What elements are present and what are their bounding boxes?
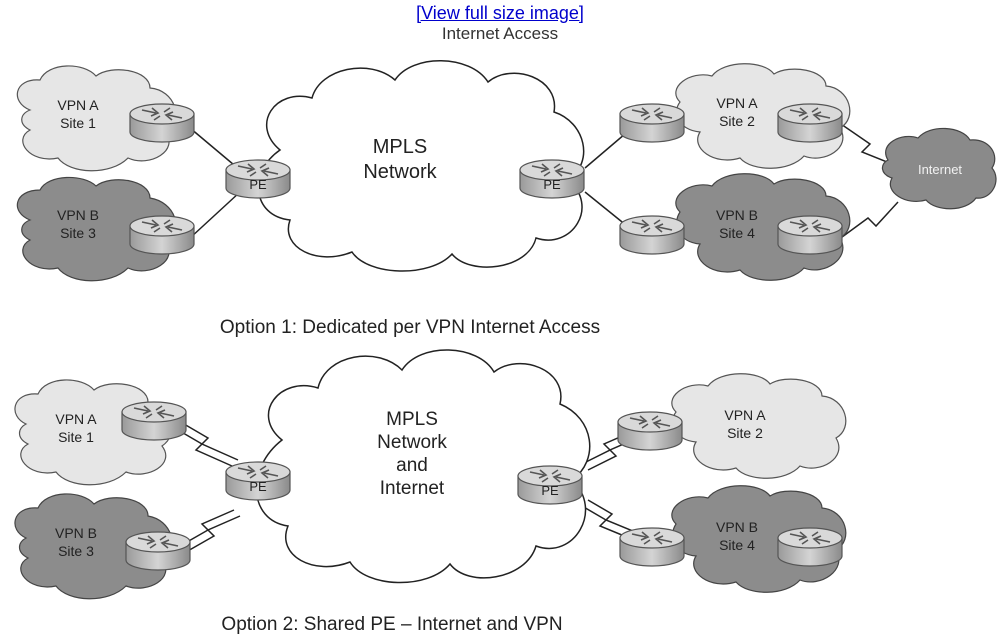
core2-label-line2: Network bbox=[377, 432, 447, 453]
site2-vpn-a-1: VPN A Site 1 bbox=[14, 379, 187, 486]
option2-diagram: MPLS Network and Internet VPN A Site 1 V… bbox=[14, 349, 847, 635]
router-icon bbox=[129, 103, 195, 143]
vpn-a-site2-cloud-2 bbox=[671, 373, 847, 479]
vpn-b-site4-label2-2: Site 4 bbox=[719, 537, 755, 553]
figure-title: Internet Access bbox=[441, 24, 559, 43]
pe2-router-left: PE bbox=[225, 461, 291, 501]
link-pe-right-b4-1 bbox=[581, 505, 635, 541]
site-vpn-a-2: VPN A Site 2 bbox=[619, 63, 851, 169]
internet-cloud bbox=[881, 127, 997, 210]
pe-right-label: PE bbox=[543, 177, 561, 192]
internet-cloud-group: Internet bbox=[881, 127, 997, 210]
vpn-b-site3-label-1: VPN B bbox=[57, 207, 99, 223]
site2-vpn-b-4: VPN B Site 4 bbox=[619, 485, 847, 593]
pe2-left-label: PE bbox=[249, 479, 267, 494]
vpn-a-site1-label-1: VPN A bbox=[57, 97, 99, 113]
pe2-right-label: PE bbox=[541, 483, 559, 498]
vpn-b-site3-label-2: Site 3 bbox=[60, 225, 96, 241]
option1-diagram: MPLS Network VPN A Site 1 VPN B Site 3 P… bbox=[16, 60, 997, 338]
vpn-b-site4-label2-1: VPN B bbox=[716, 519, 758, 535]
router-icon bbox=[617, 411, 683, 451]
router-icon bbox=[125, 531, 191, 571]
link-b3-pe-left-1 bbox=[179, 509, 235, 547]
vpn-b-site3-label2-2: Site 3 bbox=[58, 543, 94, 559]
vpn-b-site4-label-2: Site 4 bbox=[719, 225, 755, 241]
link-a1-pe-left-2 bbox=[183, 423, 239, 461]
internet-label: Internet bbox=[918, 162, 962, 177]
vpn-a-site2-label2-1: VPN A bbox=[724, 407, 766, 423]
site2-vpn-a-2: VPN A Site 2 bbox=[617, 373, 847, 479]
pe-router-right: PE bbox=[519, 159, 585, 199]
mpls-label-line1: MPLS bbox=[373, 136, 427, 158]
figure-header: [View full size image] Internet Access bbox=[0, 0, 1000, 44]
vpn-a-site1-label-2: Site 1 bbox=[60, 115, 96, 131]
vpn-b-site3-label2-1: VPN B bbox=[55, 525, 97, 541]
option2-caption: Option 2: Shared PE – Internet and VPN bbox=[221, 614, 562, 635]
site-vpn-a-1: VPN A Site 1 bbox=[16, 65, 195, 172]
pe-left-label: PE bbox=[249, 177, 267, 192]
router-icon bbox=[777, 103, 843, 143]
link-b3-pe-left-2 bbox=[185, 515, 241, 553]
router-icon bbox=[129, 215, 195, 255]
router-icon bbox=[619, 215, 685, 255]
vpn-a-site2-label2-2: Site 2 bbox=[727, 425, 763, 441]
site-vpn-b-4: VPN B Site 4 bbox=[619, 173, 851, 281]
link-a2-internet-serial bbox=[837, 121, 893, 165]
vpn-a-site1-label2-1: VPN A bbox=[55, 411, 97, 427]
link-a1-pe-left-1 bbox=[177, 429, 233, 467]
view-full-size-link[interactable]: [View full size image] bbox=[416, 3, 584, 23]
vpn-b-site4-label-1: VPN B bbox=[716, 207, 758, 223]
router-icon bbox=[777, 527, 843, 567]
link-b4-internet-serial bbox=[837, 201, 899, 241]
vpn-a-site1-label2-2: Site 1 bbox=[58, 429, 94, 445]
pe-router-left: PE bbox=[225, 159, 291, 199]
router-icon bbox=[619, 527, 685, 567]
link-b3-pe-left bbox=[189, 191, 241, 239]
router-icon bbox=[121, 401, 187, 441]
link-a1-pe-left bbox=[189, 127, 241, 171]
vpn-a-site2-label-1: VPN A bbox=[716, 95, 758, 111]
core2-label-line1: MPLS bbox=[386, 409, 438, 430]
router-icon bbox=[777, 215, 843, 255]
site2-vpn-b-3: VPN B Site 3 bbox=[14, 493, 191, 600]
core2-label-line4: Internet bbox=[380, 478, 445, 499]
link-pe-right-b4-2 bbox=[587, 499, 641, 535]
core2-label-line3: and bbox=[396, 455, 428, 476]
pe2-router-right: PE bbox=[517, 465, 583, 505]
option1-caption: Option 1: Dedicated per VPN Internet Acc… bbox=[220, 317, 600, 338]
network-diagram: MPLS Network VPN A Site 1 VPN B Site 3 P… bbox=[14, 60, 997, 635]
vpn-a-site2-label-2: Site 2 bbox=[719, 113, 755, 129]
site-vpn-b-3: VPN B Site 3 bbox=[16, 176, 195, 282]
router-icon bbox=[619, 103, 685, 143]
mpls-label-line2: Network bbox=[363, 161, 437, 183]
